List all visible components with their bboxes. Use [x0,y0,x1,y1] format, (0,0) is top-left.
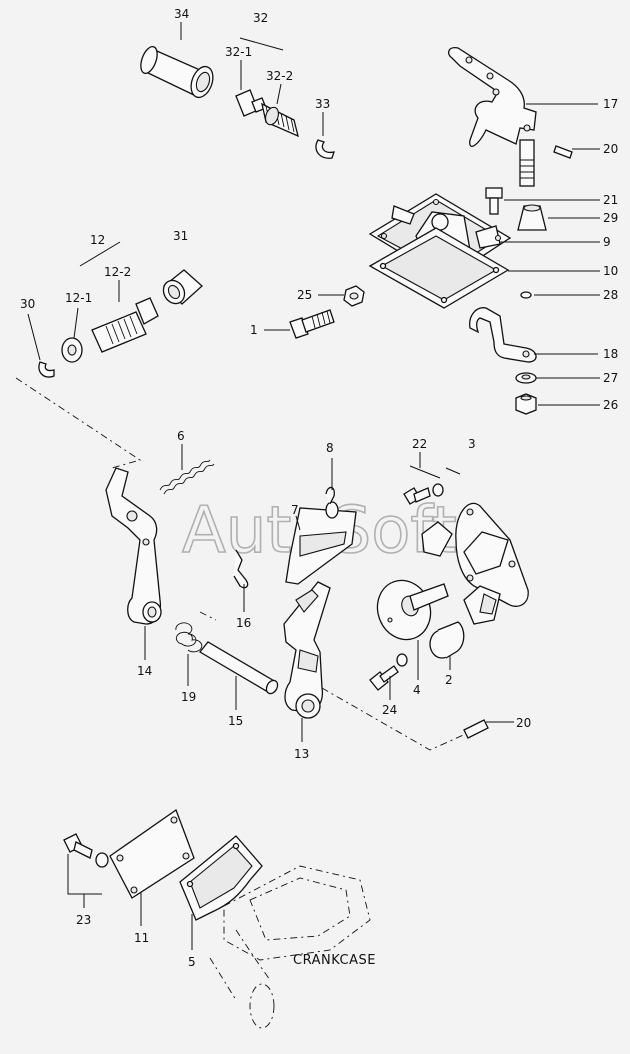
part-34-sleeve [140,45,214,99]
callout-9: 9 [603,235,611,249]
callout-32: 32 [253,11,268,25]
centerline-left [15,377,142,469]
callout-32-2: 32-2 [266,69,293,83]
part-31-sleeve [162,269,203,305]
leader-30 [27,313,41,361]
callout-15: 15 [228,714,243,728]
crankcase-outline [209,865,371,1029]
part-14-governor-lever [105,467,162,625]
part-18-bracket [469,307,537,363]
leader-7 [295,515,301,531]
callout-7: 7 [291,503,299,517]
part-22-bolt-washer [403,483,444,505]
bracket-22 [409,465,441,479]
callout-2: 2 [445,673,453,687]
callout-27: 27 [603,371,618,385]
part-20-pin-top [553,145,573,159]
callout-25: 25 [297,288,312,302]
part-32-adjusting-screw [235,89,299,138]
callout-4: 4 [413,683,421,697]
callout-29: 29 [603,211,618,225]
callout-34: 34 [174,7,189,21]
part-29-cap [517,204,547,231]
callout-30: 30 [20,297,35,311]
callout-labels: 34 32 32-1 32-2 33 17 20 21 29 9 10 28 1… [20,7,618,969]
callout-24: 24 [382,703,397,717]
callout-18: 18 [603,347,618,361]
part-3-weight-carrier [421,502,529,625]
bracket-23 [67,854,102,895]
part-13-lever-assembly [283,581,331,719]
part-21-bolt [485,187,503,215]
leader-12-1 [73,307,79,339]
callout-33: 33 [315,97,330,111]
callout-21: 21 [603,193,618,207]
callout-31: 31 [173,229,188,243]
part-26-nut [515,393,537,415]
centerline-right [321,687,471,751]
part-10-gasket [368,227,510,309]
callout-16: 16 [236,616,251,630]
callout-20-bottom: 20 [516,716,531,730]
part-25-nut [343,285,365,307]
callout-12-1: 12-1 [65,291,92,305]
part-4-weight-plate [376,579,449,641]
part-17-lever-shaft [447,47,537,187]
part-20-pin-bottom [463,719,489,739]
callout-1: 1 [250,323,258,337]
part-7-bracket [285,486,357,585]
part-27-washer [515,372,537,384]
callout-5: 5 [188,955,196,969]
part-2-sleeve [429,621,465,659]
part-12-2-screw [91,297,159,353]
leader-32-2 [276,83,282,105]
callout-20-top: 20 [603,142,618,156]
callout-14: 14 [137,664,152,678]
part-11-cover-plate [109,808,195,899]
bracket-32 [239,37,284,51]
part-28-ring [520,291,532,299]
callout-32-1: 32-1 [225,45,252,59]
leader-3 [445,467,461,475]
part-5-gasket [179,835,263,921]
callout-3: 3 [468,437,476,451]
callout-22: 22 [412,437,427,451]
callout-23: 23 [76,913,91,927]
part-33-clip [315,139,335,159]
bracket-12 [79,241,121,267]
crankcase-label: CRANKCASE [293,953,376,968]
part-30-clip [38,361,55,378]
callout-13: 13 [294,747,309,761]
part-16-clip [233,549,249,589]
part-15-shaft [199,641,279,695]
callout-11: 11 [134,931,149,945]
callout-12-2: 12-2 [104,265,131,279]
part-19-spring [175,622,203,653]
part-12-1-nut [61,337,83,363]
callout-8: 8 [326,441,334,455]
centerline-spring [199,611,217,621]
part-23-bolt-washer [63,833,109,868]
callout-28: 28 [603,288,618,302]
callout-19: 19 [181,690,196,704]
callout-10: 10 [603,264,618,278]
part-1-bolt [289,309,335,339]
callout-12: 12 [90,233,105,247]
callout-6: 6 [177,429,185,443]
callout-17: 17 [603,97,618,111]
callout-26: 26 [603,398,618,412]
part-6-spring [159,459,215,495]
part-24-bolt-washer [369,653,408,691]
